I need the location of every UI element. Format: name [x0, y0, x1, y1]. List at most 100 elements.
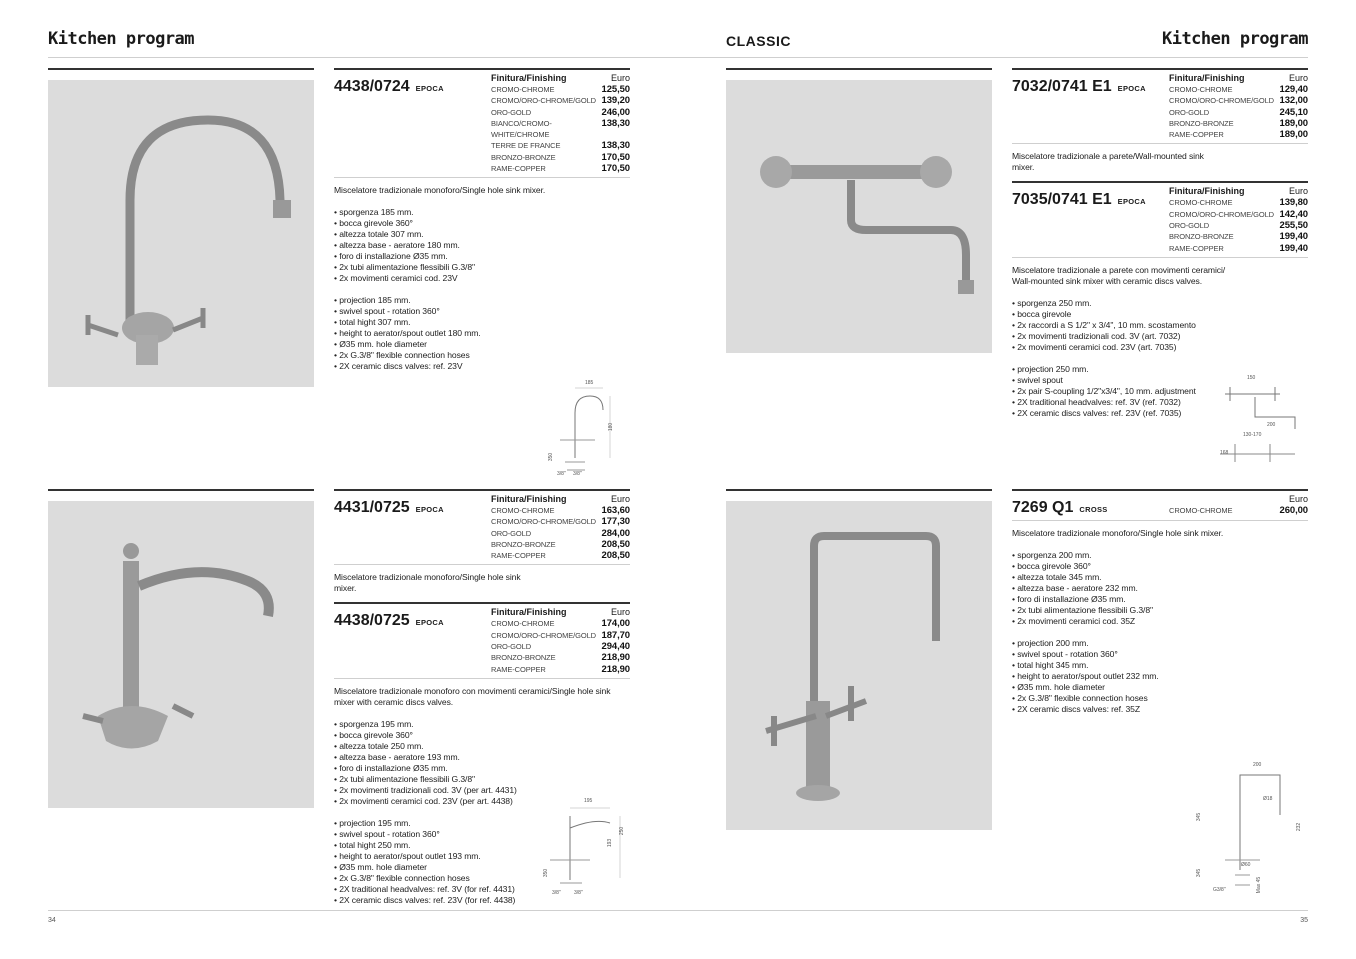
description-line: • 2x movimenti tradizionali cod. 3V (art…: [1012, 330, 1181, 341]
description-line: • projection 195 mm.: [334, 817, 411, 828]
dimension-label: 193: [607, 838, 614, 848]
finish-name: BRONZO-BRONZE: [491, 539, 556, 549]
dimension-label: Ø60: [1241, 862, 1251, 868]
finish-price: 245,10: [1279, 106, 1309, 118]
finish-price: 218,90: [601, 663, 631, 675]
finish-price: 208,50: [601, 550, 631, 562]
page-number-right: 35: [1300, 917, 1308, 924]
description-line: • 2x tubi alimentazione flessibili G.3/8…: [334, 773, 475, 784]
description-line: • 2x movimenti ceramici cod. 23V (art. 7…: [1012, 341, 1177, 352]
description-paragraph: • projection 195 mm.• swivel spout - rot…: [334, 818, 532, 906]
finish-price: 132,00: [1279, 95, 1309, 107]
header-right-title: Kitchen program: [1161, 29, 1309, 49]
dimension-label: 345: [1196, 812, 1203, 822]
technical-drawing-4438-0724: 185 180 3/8" 3/8" 350: [545, 378, 620, 480]
description-line: • sporgenza 200 mm.: [1012, 550, 1092, 560]
finish-name: RAME-COPPER: [491, 164, 546, 174]
description-line: • Ø35 mm. hole diameter: [1012, 682, 1105, 692]
finish-price: 187,70: [601, 629, 631, 641]
finish-name: RAME-COPPER: [1169, 243, 1224, 253]
product-description: Miscelatore tradizionale monoforo/Single…: [334, 565, 630, 602]
dimension-label: 180: [608, 422, 615, 432]
description-line: • 2x G.3/8" flexible connection hoses: [1012, 693, 1148, 703]
finish-column-header: Finitura/Finishing: [1169, 186, 1245, 197]
finish-name: CROMO/ORO-CHROME/GOLD: [491, 96, 596, 106]
description-line: • altezza totale 250 mm.: [334, 740, 424, 751]
description-line: • 2X traditional headvalves: ref. 3V (re…: [1012, 396, 1181, 407]
finish-name: ORO-GOLD: [491, 642, 532, 652]
description-paragraph: • projection 200 mm.• swivel spout - rot…: [1012, 638, 1308, 715]
finish-name: ORO-GOLD: [1169, 221, 1210, 231]
description-paragraph: Miscelatore tradizionale monoforo con mo…: [334, 686, 630, 708]
description-line: • total hight 345 mm.: [1012, 660, 1089, 670]
technical-drawing-4438-0725: 195 193 250 3/8" 3/8" 350: [540, 798, 630, 898]
description-line: • 2X ceramic discs valves: ref. 23V (ref…: [1012, 407, 1182, 418]
description-paragraph: • projection 185 mm.• swivel spout - rot…: [334, 295, 630, 372]
description-line: • 2X ceramic discs valves: ref. 23V (for…: [334, 894, 516, 905]
product-code-text: 4438/0725: [334, 612, 410, 630]
finish-name: ORO-GOLD: [491, 107, 532, 117]
description-line: • altezza totale 307 mm.: [334, 229, 424, 240]
description-line: • 2x tubi alimentazione flessibili G.3/8…: [334, 262, 475, 273]
price-column-header: Euro: [610, 73, 630, 83]
description-line: Wall-mounted sink mixer with ceramic dis…: [1012, 275, 1203, 286]
finish-name: TERRE DE FRANCE: [491, 141, 561, 151]
finish-column-header: Finitura/Finishing: [491, 494, 567, 504]
product-code-text: 7032/0741 E1: [1012, 78, 1112, 95]
finish-price: 199,40: [1279, 231, 1309, 243]
product-line: EPOCA: [1117, 197, 1146, 207]
price-column-header: Euro: [1288, 494, 1308, 504]
description-line: • bocca girevole 360°: [334, 218, 413, 229]
dimension-label: 200: [1253, 762, 1262, 768]
description-line: • swivel spout - rotation 360°: [334, 306, 440, 317]
description-line: • sporgenza 195 mm.: [334, 718, 414, 729]
description-line: • height to aerator/spout outlet 180 mm.: [334, 328, 481, 339]
finish-price: 138,30: [601, 117, 631, 129]
description-line: • 2X ceramic discs valves: ref. 35Z: [1012, 704, 1140, 714]
section-divider: [48, 489, 314, 491]
description-line: • foro di installazione Ø35 mm.: [334, 251, 448, 262]
finish-name: CROMO/ORO-CHROME/GOLD: [491, 517, 596, 527]
finish-price: 218,90: [601, 652, 631, 664]
header-divider: [48, 57, 1308, 58]
description-line: • swivel spout - rotation 360°: [334, 828, 440, 839]
finish-price: 163,60: [601, 505, 631, 516]
header-brand: CLASSIC: [726, 33, 791, 49]
description-line: • altezza base - aeratore 180 mm.: [334, 240, 460, 251]
product-code-text: 7269 Q1: [1012, 499, 1074, 516]
description-line: • 2X ceramic discs valves: ref. 23V: [334, 361, 463, 372]
description-line: Miscelatore tradizionale monoforo/Single…: [334, 185, 546, 196]
technical-drawing-7035-0741: 150 200 130-170 168: [1215, 372, 1310, 472]
description-line: • 2x G.3/8" flexible connection hoses: [334, 350, 470, 361]
description-line: • height to aerator/spout outlet 232 mm.: [1012, 671, 1159, 681]
dimension-label: 195: [584, 798, 593, 804]
product-photo-4431-0725: [48, 501, 314, 808]
description-paragraph: Miscelatore tradizionale monoforo/Single…: [1012, 528, 1308, 539]
finish-price: 260,00: [1279, 505, 1309, 516]
technical-drawing-7269-q1: 200 Ø18 345 232 Ø60 345 G3/8" Max 45: [1195, 760, 1305, 900]
description-line: • projection 200 mm.: [1012, 638, 1089, 648]
dimension-label: G3/8": [1213, 887, 1226, 893]
finish-price: 129,40: [1279, 84, 1309, 95]
